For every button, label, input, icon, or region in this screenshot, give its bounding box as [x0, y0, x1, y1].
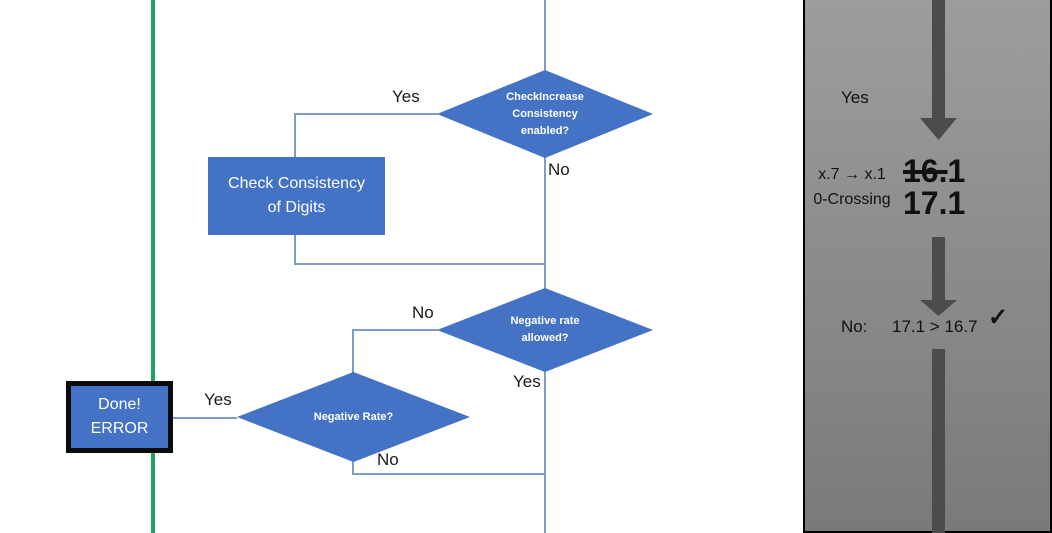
panel-yes-label: Yes: [841, 88, 869, 107]
down-arrow-3-shaft: [932, 349, 945, 533]
connector-top-in: [544, 0, 546, 70]
down-arrow-1-head: [920, 118, 957, 140]
connector-no-down: [544, 157, 546, 289]
decision-checkincrease-consistency: CheckIncrease Consistency enabled?: [437, 70, 653, 158]
checkmark-icon: ✓: [988, 304, 1009, 331]
down-arrow-1-shaft: [932, 0, 945, 118]
edge-label-top-yes: Yes: [392, 87, 420, 106]
panel-mapping-note: x.7 → x.1 0-Crossing: [813, 166, 891, 208]
connector-rate-no-down: [352, 461, 354, 474]
green-divider-line: [151, 0, 155, 533]
connector-yes-to-done: [173, 417, 237, 419]
decision-negative-rate-allowed-label: Negative rate allowed?: [510, 315, 580, 344]
terminator-done-error: Done! ERROR: [66, 381, 173, 453]
edge-label-allowed-yes: Yes: [513, 372, 541, 391]
connector-no-to-diamond: [352, 329, 354, 373]
panel-comparison: 17.1 > 16.7: [892, 317, 978, 336]
panel-old-value: 16.1: [903, 155, 965, 188]
panel-no-label: No:: [841, 317, 868, 336]
edge-label-rate-yes: Yes: [204, 390, 232, 409]
down-arrow-2-shaft: [932, 237, 945, 300]
connector-yes-to-rect: [294, 113, 296, 157]
process-check-consistency-label: Check Consistency of Digits: [228, 175, 365, 216]
edge-label-top-no: No: [548, 160, 570, 179]
process-check-consistency: Check Consistency of Digits: [208, 157, 385, 235]
decision-negative-rate-allowed: Negative rate allowed?: [437, 288, 653, 372]
edge-label-allowed-no: No: [412, 303, 434, 322]
decision-negative-rate-label: Negative Rate?: [313, 410, 394, 423]
decision-negative-rate: Negative Rate?: [237, 372, 470, 462]
panel-new-value: 17.1: [903, 185, 966, 221]
connector-rect-return: [294, 263, 545, 265]
edge-label-rate-no: No: [377, 450, 399, 469]
panel-old-value-tail: 1: [947, 153, 966, 189]
side-annotation-panel: Yes x.7 → x.1 0-Crossing 16.1 17.1 No: 1…: [803, 0, 1052, 533]
connector-rect-out: [294, 235, 296, 265]
connector-yes-horizontal: [294, 113, 438, 115]
terminator-done-error-label: Done! ERROR: [90, 396, 149, 437]
down-arrow-2-head: [920, 300, 957, 316]
connector-no-horizontal: [352, 329, 438, 331]
connector-rate-no-horizontal: [352, 473, 546, 475]
panel-old-value-struck: 16.: [903, 153, 948, 189]
connector-yes-down: [544, 371, 546, 533]
decision-checkincrease-label: CheckIncrease Consistency enabled?: [506, 90, 584, 137]
